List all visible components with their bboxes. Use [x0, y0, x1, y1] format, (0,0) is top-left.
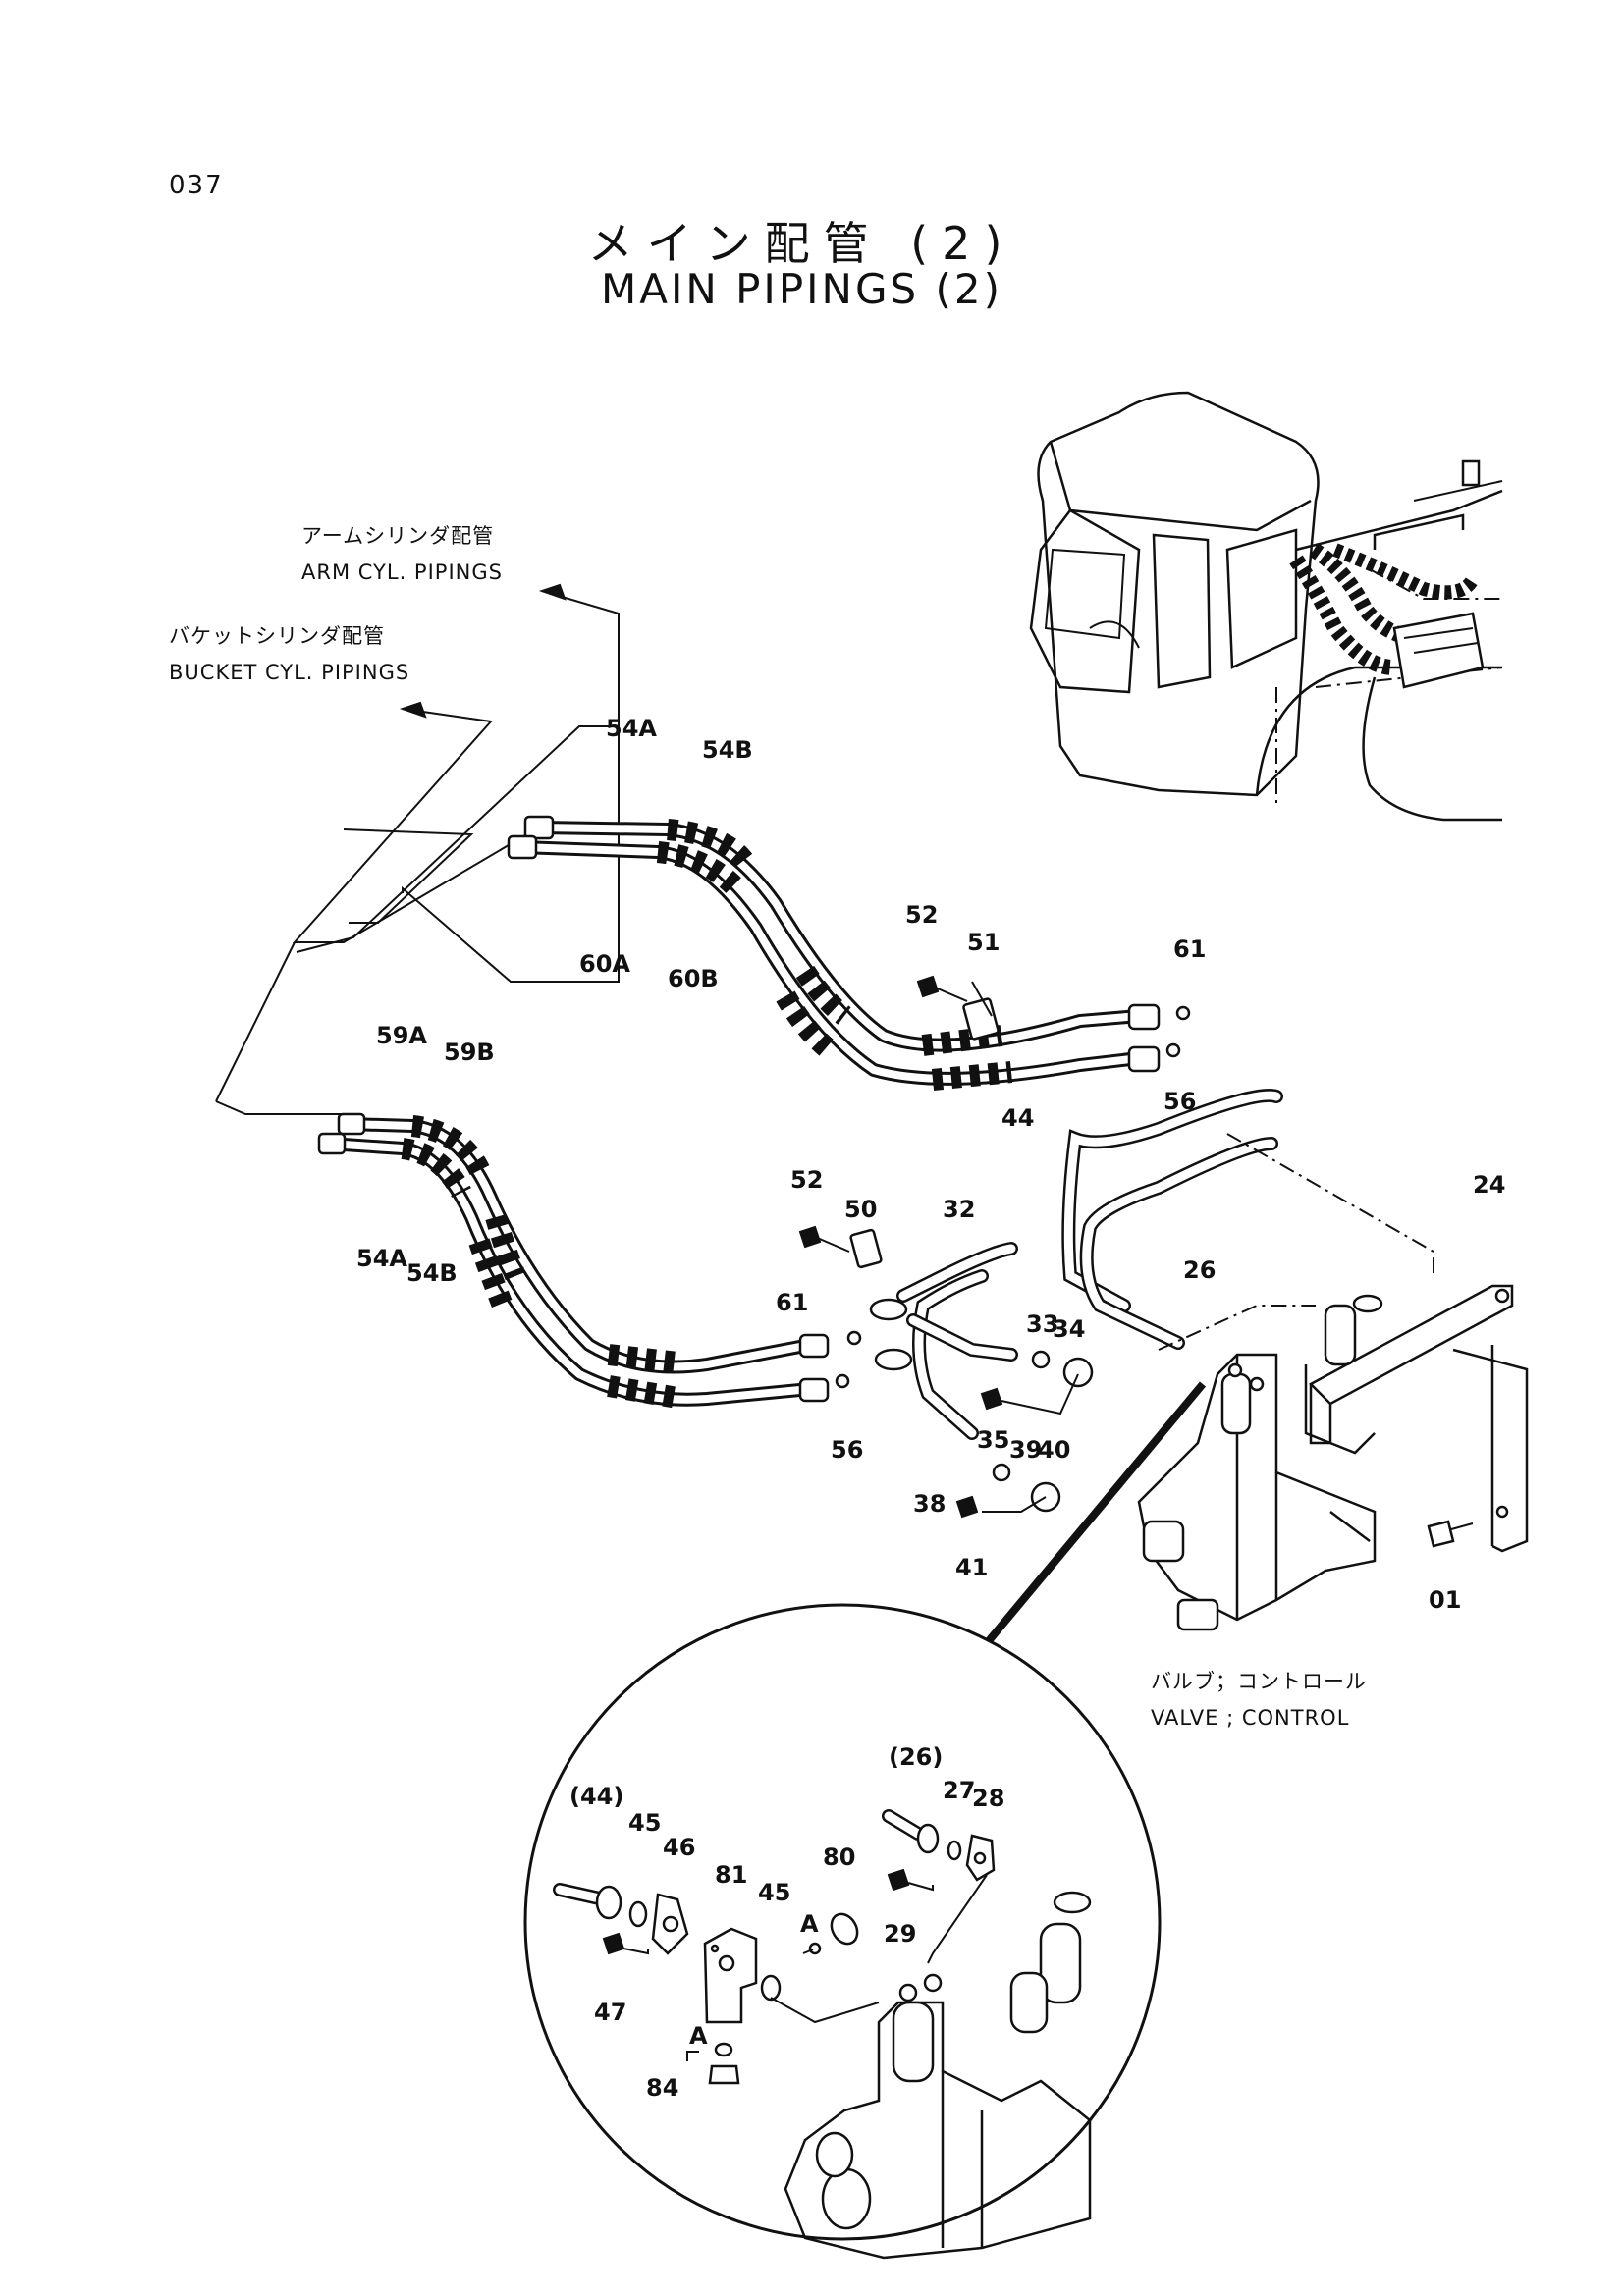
label-54a-lower: 54A [356, 1245, 407, 1272]
label-detail-a1: A [800, 1910, 819, 1938]
note-arm-jp: アームシリンダ配管 [301, 524, 494, 548]
label-56-mid: 56 [831, 1436, 863, 1464]
label-60a: 60A [579, 950, 630, 978]
label-39: 39 [1009, 1436, 1042, 1464]
label-52: 52 [905, 901, 938, 929]
label-detail-46: 46 [663, 1834, 695, 1861]
note-arm-en: ARM CYL. PIPINGS [301, 561, 503, 584]
label-38: 38 [913, 1490, 946, 1518]
detail-leader [978, 1381, 1207, 1652]
label-detail-80: 80 [823, 1843, 855, 1871]
label-24: 24 [1473, 1171, 1505, 1199]
excavator-cab-illustration [1029, 391, 1503, 822]
label-detail-44: (44) [569, 1783, 623, 1810]
label-detail-84: 84 [646, 2074, 678, 2102]
page-title-english: MAIN PIPINGS (2) [600, 265, 1003, 313]
label-54b: 54B [702, 736, 753, 764]
page-title-japanese: メイン配管 (2) [587, 217, 1016, 270]
label-26: 26 [1183, 1256, 1216, 1284]
lower-hose-assembly [317, 1112, 862, 1409]
label-01: 01 [1429, 1586, 1461, 1614]
label-33: 33 [1026, 1310, 1058, 1338]
label-44: 44 [1001, 1104, 1034, 1132]
label-detail-26: (26) [889, 1743, 943, 1771]
label-61: 61 [1173, 935, 1206, 963]
detail-circle [523, 1603, 1162, 2260]
label-52-mid: 52 [790, 1166, 823, 1194]
note-bucket-jp: バケットシリンダ配管 [169, 624, 385, 648]
label-detail-27: 27 [943, 1777, 975, 1804]
label-34: 34 [1053, 1315, 1085, 1343]
label-56: 56 [1163, 1088, 1196, 1115]
label-detail-29: 29 [884, 1920, 916, 1948]
note-bucket-en: BUCKET CYL. PIPINGS [169, 661, 409, 684]
label-detail-81: 81 [715, 1861, 747, 1889]
label-detail-45: 45 [628, 1809, 661, 1837]
upper-hose-assembly [507, 815, 1191, 1091]
note-valve-jp: バルブ；コントロール [1151, 1670, 1367, 1693]
label-54a: 54A [606, 715, 657, 742]
control-valve-illustration [1137, 1133, 1529, 1631]
part-number-labels: 54A 54B 60A 60B 59A 59B 54A 54B 52 51 61… [356, 715, 1505, 2102]
label-detail-28: 28 [972, 1785, 1004, 1812]
label-detail-47: 47 [594, 1999, 626, 2026]
label-32: 32 [943, 1196, 975, 1223]
note-valve-en: VALVE ; CONTROL [1151, 1706, 1349, 1730]
label-59a: 59A [376, 1022, 427, 1049]
label-59b: 59B [444, 1039, 495, 1066]
label-60b: 60B [668, 965, 719, 992]
label-61-mid: 61 [776, 1289, 808, 1316]
label-35: 35 [977, 1426, 1009, 1454]
label-detail-45b: 45 [758, 1879, 790, 1906]
routing-notes: アームシリンダ配管 ARM CYL. PIPINGS バケットシリンダ配管 BU… [169, 524, 1367, 1730]
label-41: 41 [955, 1554, 988, 1581]
label-51: 51 [967, 929, 1000, 956]
page-number: 037 [169, 171, 224, 200]
label-40: 40 [1038, 1436, 1070, 1464]
steel-pipes [869, 1088, 1283, 1519]
label-50: 50 [844, 1196, 877, 1223]
label-detail-a2: A [689, 2022, 708, 2050]
label-54b-lower: 54B [406, 1259, 458, 1287]
clamps-and-bolts [798, 975, 1000, 1269]
